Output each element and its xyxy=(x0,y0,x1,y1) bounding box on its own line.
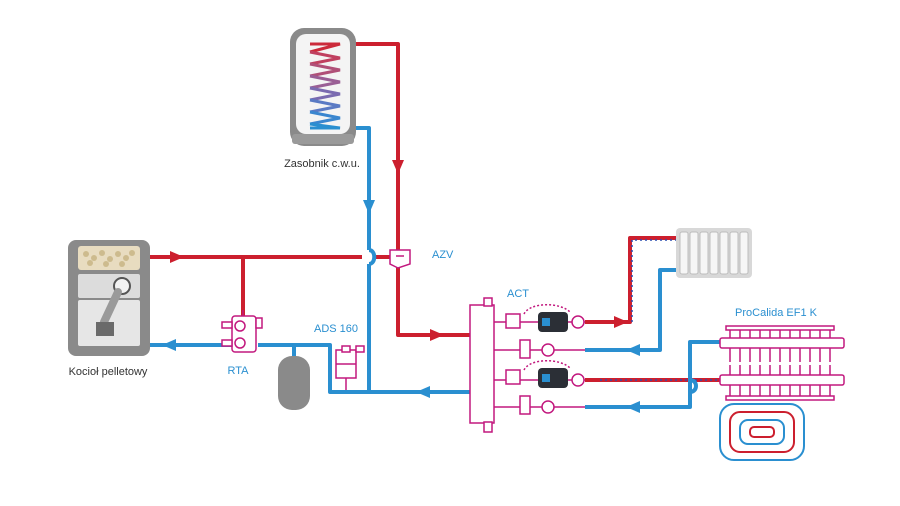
manifold-icon xyxy=(719,325,845,401)
boiler-label: Kocioł pelletowy xyxy=(69,366,148,378)
act-pump-group-icon xyxy=(469,297,585,433)
azv-label: AZV xyxy=(432,249,454,261)
return-arrows xyxy=(162,200,640,413)
rta-label: RTA xyxy=(228,365,250,377)
ads-label: ADS 160 xyxy=(314,323,358,335)
azv-valve-icon xyxy=(389,249,411,269)
pellet-boiler-icon xyxy=(68,240,150,356)
expansion-vessel-icon xyxy=(278,356,310,410)
radiator-icon xyxy=(676,228,752,278)
floor-heating-loop-icon xyxy=(719,403,805,461)
rta-valve-icon xyxy=(221,310,263,353)
supply-arrows xyxy=(170,160,628,341)
ads-separator-icon xyxy=(335,345,365,390)
return-pipe-tank xyxy=(310,126,371,250)
water-tank-icon xyxy=(290,28,356,146)
act-label: ACT xyxy=(507,288,529,300)
return-pipe-radiator xyxy=(585,268,676,352)
pump-icon xyxy=(538,312,568,388)
tank-label: Zasobnik c.w.u. xyxy=(284,158,360,170)
supply-pipe-radiator xyxy=(585,236,676,324)
manifold-label: ProCalida EF1 K xyxy=(735,307,818,319)
